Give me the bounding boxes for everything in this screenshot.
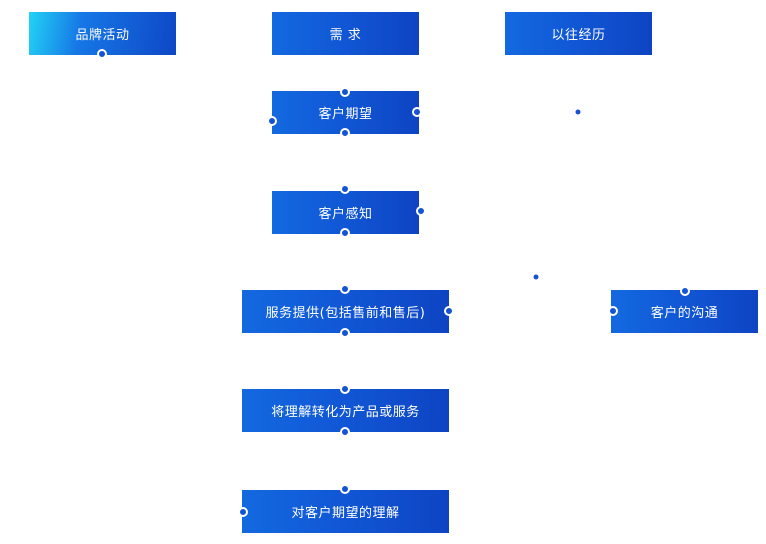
node-transform-understanding-label: 将理解转化为产品或服务 <box>271 405 420 420</box>
node-service-delivery: 服务提供(包括售前和售后) <box>242 290 449 333</box>
connector-dot <box>340 484 350 494</box>
connector-dot <box>340 228 350 238</box>
node-past-experience-label: 以往经历 <box>551 28 606 43</box>
connector-dot <box>340 284 350 294</box>
connector-dot <box>340 328 350 338</box>
connector-dot <box>340 384 350 394</box>
connector-point <box>575 109 581 115</box>
node-customer-perception-label: 客户感知 <box>318 207 373 222</box>
connector-dot <box>608 306 618 316</box>
node-past-experience: 以往经历 <box>505 12 652 55</box>
node-customer-expectation: 客户期望 <box>272 91 419 134</box>
node-customer-communication-label: 客户的沟通 <box>650 306 719 321</box>
node-brand-activity: 品牌活动 <box>29 12 176 55</box>
connector-dot <box>267 116 277 126</box>
connector-dot <box>340 87 350 97</box>
node-customer-perception: 客户感知 <box>272 191 419 234</box>
connector-dot <box>416 206 426 216</box>
node-transform-understanding: 将理解转化为产品或服务 <box>242 389 449 432</box>
connector-dot <box>680 286 690 296</box>
connector-dot <box>340 427 350 437</box>
node-brand-activity-label: 品牌活动 <box>75 28 130 43</box>
connector-dot <box>444 306 454 316</box>
node-customer-communication: 客户的沟通 <box>611 290 758 333</box>
node-service-delivery-label: 服务提供(包括售前和售后) <box>265 306 426 321</box>
node-understanding-expectation: 对客户期望的理解 <box>242 490 449 533</box>
connector-dot <box>412 107 422 117</box>
node-customer-expectation-label: 客户期望 <box>318 107 373 122</box>
connector-dot <box>238 507 248 517</box>
connector-point <box>533 274 539 280</box>
connector-dot <box>340 184 350 194</box>
connector-dot <box>97 49 107 59</box>
connector-dot <box>340 128 350 138</box>
node-demand: 需 求 <box>272 12 419 55</box>
node-demand-label: 需 求 <box>329 28 362 43</box>
node-understanding-expectation-label: 对客户期望的理解 <box>291 506 400 521</box>
